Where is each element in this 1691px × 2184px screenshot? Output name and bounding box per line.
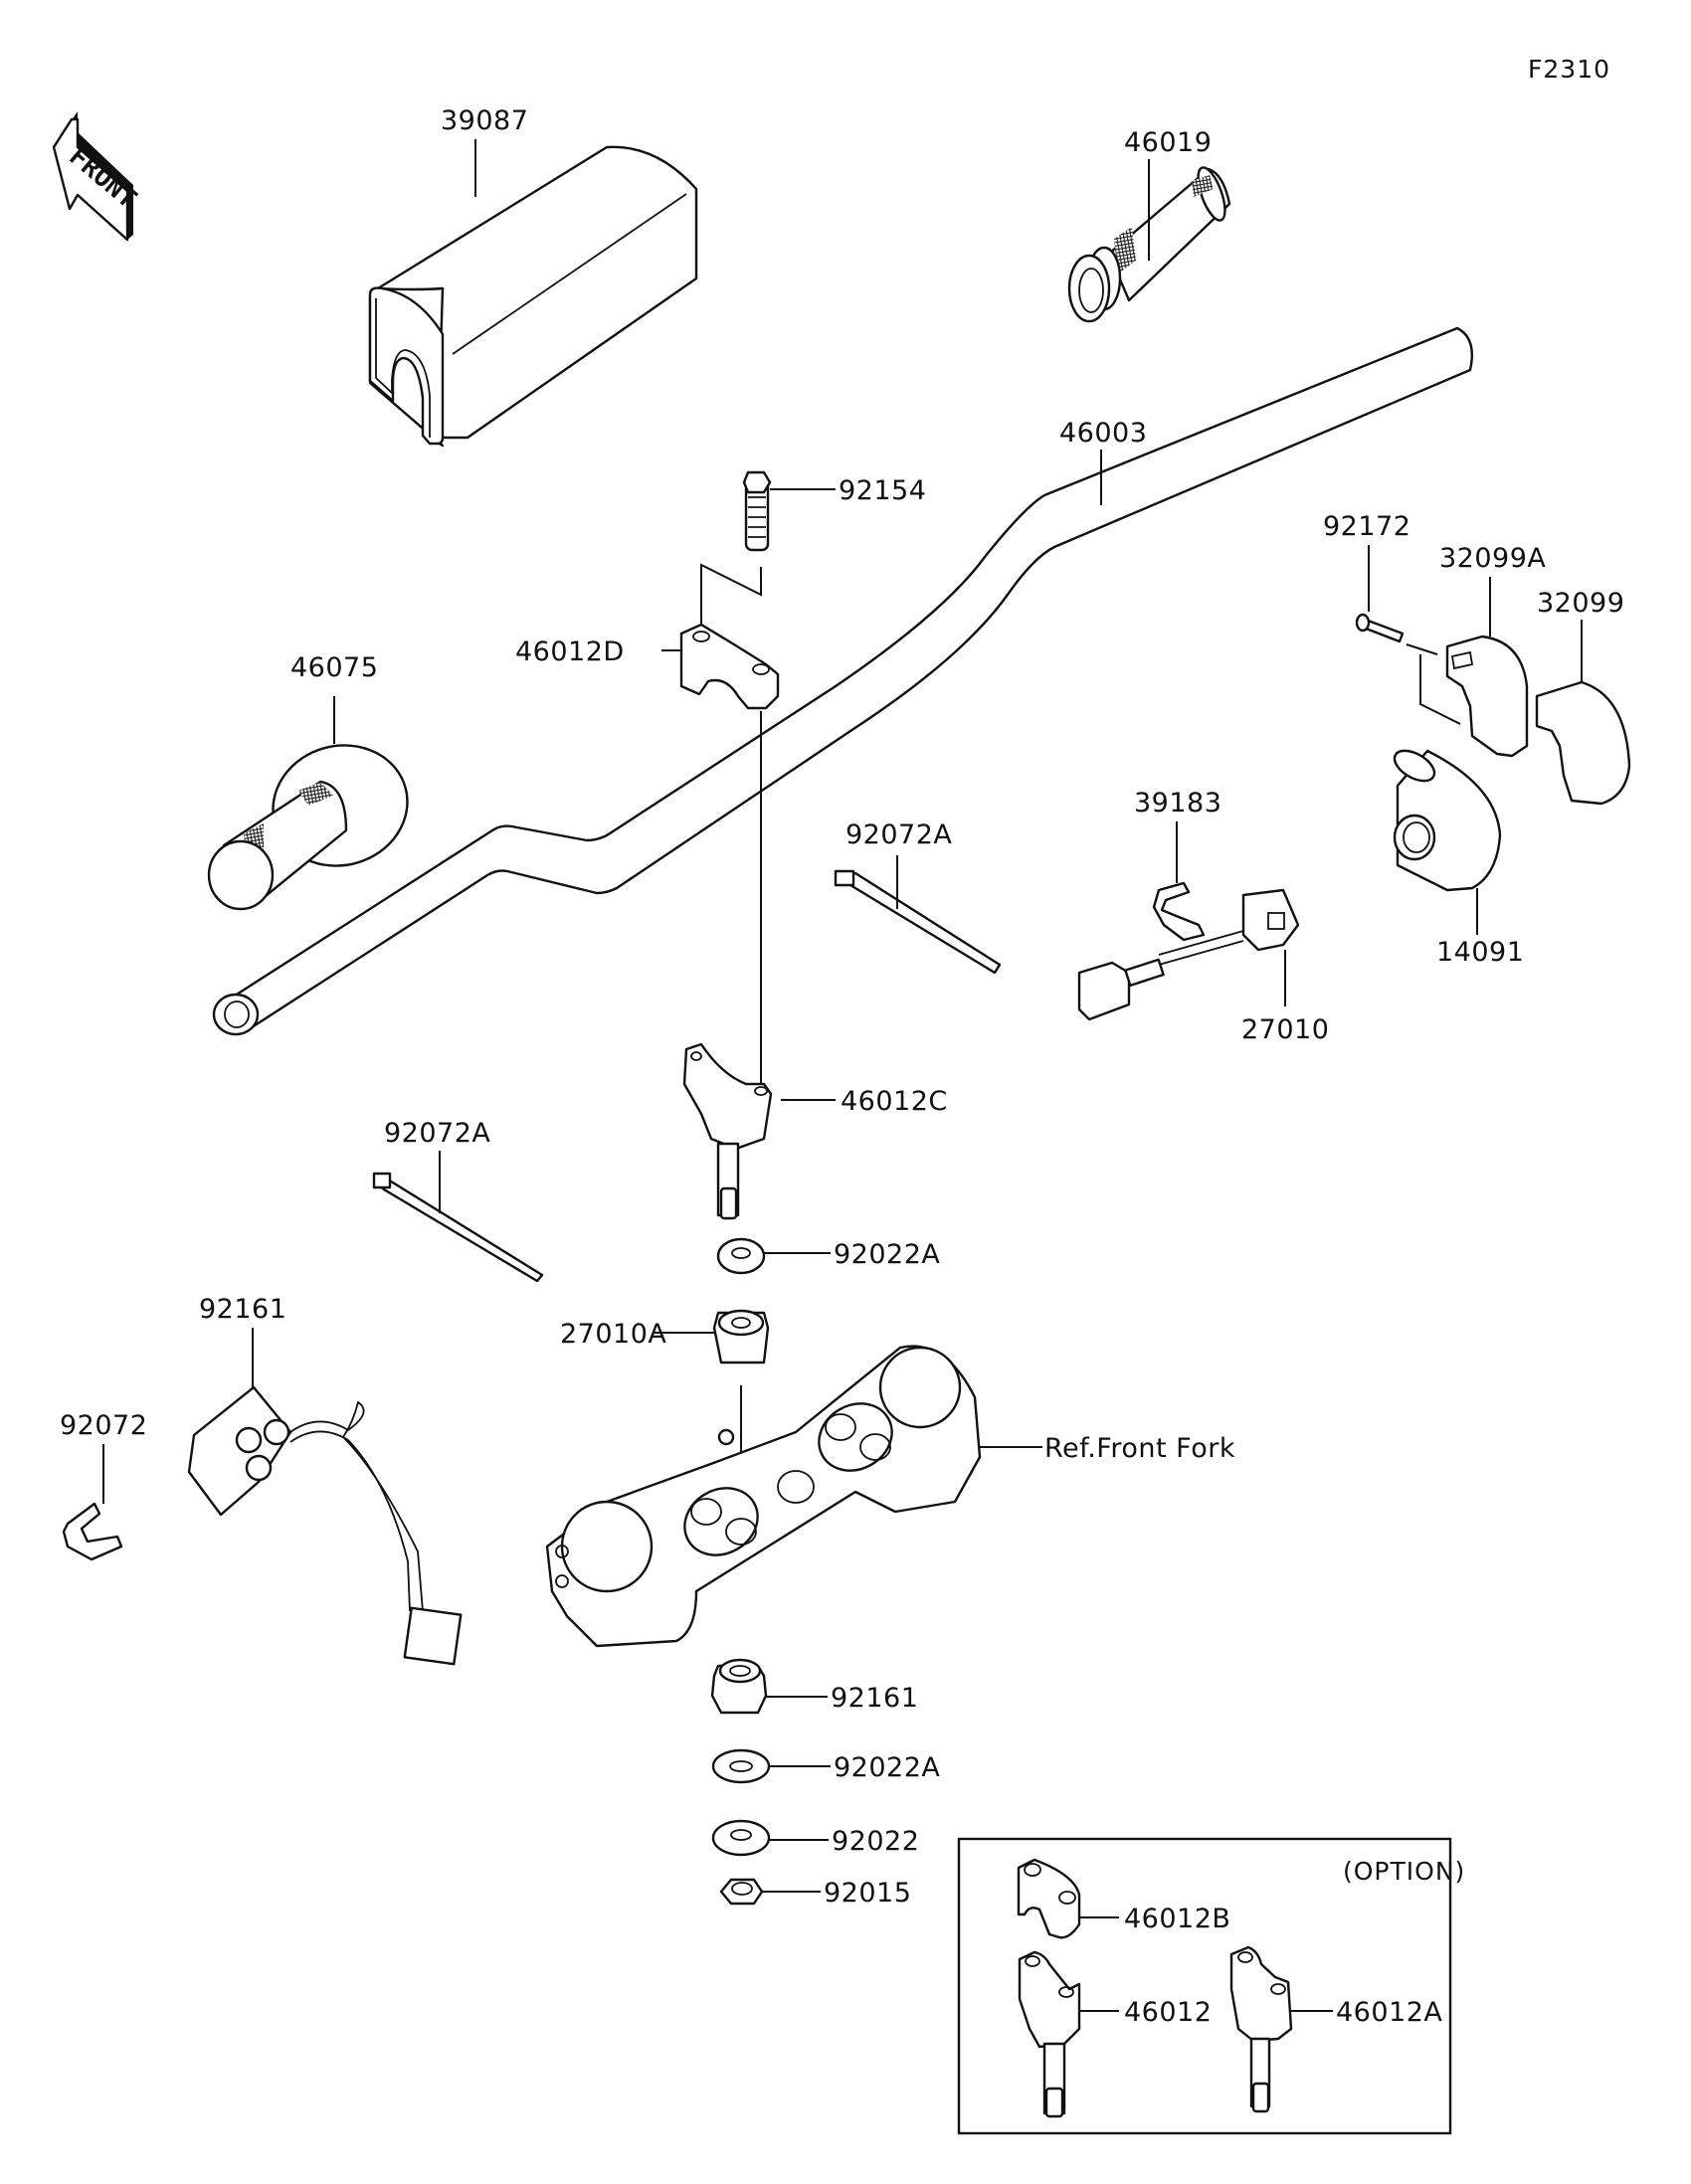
part-46075-left-grip[interactable] <box>207 730 421 911</box>
part-27010A-switch-assembly[interactable] <box>187 1385 463 1666</box>
part-92154-bolt[interactable] <box>742 470 772 552</box>
label-92072A-lower: 92072A <box>384 1118 490 1149</box>
label-14091: 14091 <box>1436 937 1524 968</box>
label-46075: 46075 <box>290 652 378 683</box>
label-92072: 92072 <box>60 1410 147 1441</box>
part-upper-triple-clamp[interactable] <box>545 1345 982 1648</box>
part-92161-damper-upper[interactable] <box>712 1309 770 1365</box>
part-46012-holder[interactable] <box>1018 1950 1081 2118</box>
label-27010A: 92161 <box>199 1294 286 1325</box>
part-46012A-holder[interactable] <box>1229 1945 1293 2113</box>
part-46019-right-grip[interactable] <box>1067 159 1231 323</box>
part-27010-switch[interactable] <box>1077 888 1300 1021</box>
part-92022-washer[interactable] <box>711 1819 771 1857</box>
label-46003: 46003 <box>1059 418 1147 449</box>
part-92022A-washer-upper[interactable] <box>716 1237 766 1275</box>
part-92072A-cable-tie-upper[interactable] <box>834 869 1002 975</box>
part-92022A-washer-lower[interactable] <box>711 1748 771 1784</box>
label-46012D: 46012D <box>515 637 625 667</box>
label-92022: 92022 <box>832 1826 919 1857</box>
part-92161-damper-lower[interactable] <box>710 1658 768 1715</box>
label-92072A-upper: 92072A <box>846 819 952 850</box>
label-92022A-upper: 92022A <box>834 1239 940 1270</box>
label-39087: 39087 <box>441 105 528 136</box>
label-39183: 39183 <box>1134 788 1221 819</box>
label-46012: 46012 <box>1124 1997 1212 2028</box>
part-39183-clamp[interactable] <box>1152 881 1206 942</box>
part-46012B-clamp[interactable] <box>1017 1858 1081 1939</box>
part-92015-nut[interactable] <box>719 1878 764 1906</box>
label-92161-upper: 27010A <box>560 1319 666 1350</box>
label-46012C: 46012C <box>841 1086 948 1117</box>
label-92161-lower: 92161 <box>831 1683 918 1714</box>
label-92154: 92154 <box>839 475 926 506</box>
front-arrow-icon: FRONT <box>52 111 142 242</box>
part-92072-band[interactable] <box>62 1502 123 1561</box>
label-46012A: 46012A <box>1336 1997 1442 2028</box>
figure-code: F2310 <box>1528 55 1610 84</box>
part-46012D-upper-clamp[interactable] <box>679 623 780 710</box>
label-27010: 27010 <box>1241 1014 1329 1045</box>
label-32099A: 32099A <box>1439 543 1546 574</box>
part-14091-cover[interactable] <box>1390 745 1502 892</box>
part-32099-case-cover[interactable] <box>1535 680 1631 806</box>
label-46019: 46019 <box>1124 127 1212 158</box>
part-39087-handlebar-pad[interactable] <box>368 145 698 448</box>
part-32099A-case-half[interactable] <box>1445 635 1529 758</box>
label-92015: 92015 <box>824 1878 911 1909</box>
part-92072A-cable-tie-lower[interactable] <box>372 1172 544 1283</box>
option-label: (OPTION) <box>1343 1857 1465 1886</box>
part-46012C-lower-holder[interactable] <box>682 1042 773 1220</box>
label-92172: 92172 <box>1323 511 1410 542</box>
part-46003-handlebar[interactable] <box>212 326 1474 1036</box>
label-32099: 32099 <box>1537 588 1624 619</box>
label-46012B: 46012B <box>1124 1904 1230 1934</box>
label-92022A-lower: 92022A <box>834 1752 940 1783</box>
part-92172-screw[interactable] <box>1355 613 1405 643</box>
option-box: (OPTION) <box>957 1837 1465 2135</box>
label-ref-front-fork: Ref.Front Fork <box>1044 1433 1235 1464</box>
